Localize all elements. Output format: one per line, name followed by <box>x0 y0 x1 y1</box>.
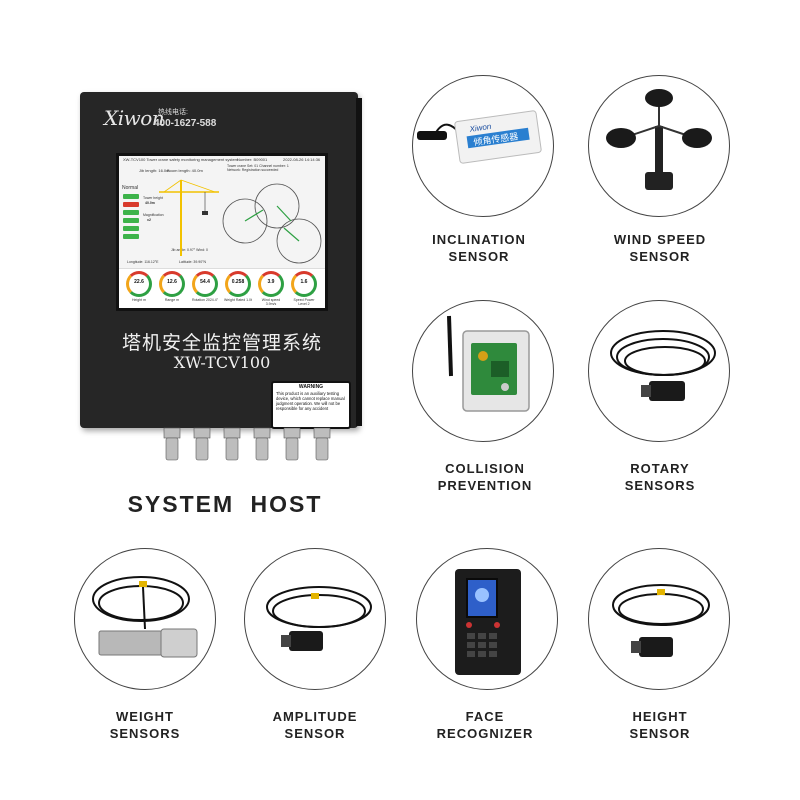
gauge-label: Wind speed 3.9m/s <box>261 298 281 306</box>
host-hotline-caption: 热线电话: <box>158 109 188 116</box>
label-line: INCLINATION <box>432 232 526 247</box>
screen-angle-readout: Jib angle: 0.97° Wind: 0 <box>171 248 209 252</box>
gauge-label: Weight Rated 1.0t <box>224 298 252 302</box>
warning-text: This product is an auxiliary testing dev… <box>276 391 345 411</box>
screen-title: XW-TCV100 Tower crane safety monitoring … <box>123 157 239 162</box>
host-chinese-title: 塔机安全监控管理系统 <box>121 332 322 354</box>
status-chip <box>123 218 139 223</box>
host-model: XW-TCV100 <box>173 353 271 372</box>
gauge-ring-icon: 22.6 <box>126 271 152 297</box>
gauge-value: 12.6 <box>167 279 177 285</box>
gauge-value: 1.6 <box>300 279 308 285</box>
screen-magnification: Magnification <box>143 213 164 217</box>
status-chip <box>123 210 139 215</box>
height-sensor-icon <box>588 548 730 690</box>
gauge-ring-icon: 3.9 <box>258 271 284 297</box>
label-line: SENSOR <box>629 726 691 741</box>
screen-boom-length: Boom length: 40.0m <box>167 168 203 173</box>
screen-normal-label: Normal <box>122 185 139 191</box>
screen-magnification-value: x2 <box>147 218 151 222</box>
gauge-value: 22.6 <box>134 279 144 285</box>
label-line: HEIGHT <box>632 709 688 724</box>
inclination-sensor-icon: Xiwon 倾角传感器 <box>412 75 554 217</box>
gauge-label: Range m <box>164 298 180 302</box>
screen-tower-height-value: 40.0m <box>145 201 155 205</box>
gauge-label: Speed Power Level 2 <box>293 298 315 306</box>
host-side-edge <box>356 98 362 426</box>
inclination-sensor-label: INCLINATION SENSOR <box>394 231 564 265</box>
warning-title: WARNING <box>298 384 324 390</box>
weight-sensors-label: WEIGHT SENSORS <box>60 708 230 742</box>
svg-text:Xiwon: Xiwon <box>468 122 492 134</box>
label-line: ROTARY <box>630 461 690 476</box>
face-recognizer-label: FACE RECOGNIZER <box>400 708 570 742</box>
host-hotline: 400-1627-588 <box>154 118 217 129</box>
anemometer-icon <box>588 75 730 217</box>
gauge-ring-icon: 1.6 <box>291 271 317 297</box>
face-recognizer-icon <box>416 548 558 690</box>
screen-status: Tower crane Set: 01 Channel number: 1 Ne… <box>227 164 289 172</box>
collision-module-icon <box>412 300 554 442</box>
rotary-sensors-label: ROTARY SENSORS <box>575 460 745 494</box>
gauge-value: 3.9 <box>267 279 275 285</box>
load-cell-icon <box>74 548 216 690</box>
gauge-label: Rotation 2024.4° <box>191 298 219 302</box>
label-line: FACE <box>465 709 505 724</box>
screen-number: Number: B09001 <box>237 157 268 162</box>
height-sensor-label: HEIGHT SENSOR <box>575 708 745 742</box>
gauge-label: Height m <box>131 298 146 302</box>
label-line: AMPLITUDE <box>272 709 358 724</box>
wind-speed-sensor-label: WIND SPEED SENSOR <box>575 231 745 265</box>
status-chip <box>123 226 139 231</box>
crane-diagram <box>159 179 322 264</box>
warning-label: WARNING This product is an auxiliary tes… <box>271 381 351 429</box>
label-line: SENSOR <box>629 249 691 264</box>
screen-latitude: Latitude: 39.90°N <box>179 260 207 264</box>
amplitude-sensor-label: AMPLITUDE SENSOR <box>230 708 400 742</box>
label-line: SENSORS <box>624 478 696 493</box>
screen-status-line-1: Tower crane Set: 01 Channel number: 1 <box>227 164 289 168</box>
status-chip <box>123 194 139 199</box>
screen-longitude: Longitude: 116.12°E <box>127 260 159 264</box>
gauge-ring-icon: 0.258 <box>225 271 251 297</box>
label-line: SENSORS <box>109 726 181 741</box>
label-line: WIND SPEED <box>613 232 707 247</box>
amplitude-sensor-icon <box>244 548 386 690</box>
collision-prevention-label: COLLISION PREVENTION <box>400 460 570 494</box>
label-line: WEIGHT <box>116 709 174 724</box>
rotary-sensor-icon <box>588 300 730 442</box>
label-line: RECOGNIZER <box>436 726 534 741</box>
status-chip <box>123 202 139 207</box>
gauge-value: 54.4 <box>200 279 210 285</box>
screen-date: 2022-08-26 14:14:36 <box>283 157 321 162</box>
connector-row <box>163 427 331 461</box>
host-brand-logo: Xiwon <box>104 106 165 130</box>
gauge-ring-icon: 54.4 <box>192 271 218 297</box>
label-line: SENSOR <box>448 249 510 264</box>
screen-tower-height: Tower height <box>143 196 163 200</box>
gauge-value: 0.258 <box>231 279 245 285</box>
host-screen: XW-TCV100 Tower crane safety monitoring … <box>116 153 328 311</box>
label-line: PREVENTION <box>437 478 533 493</box>
system-host-label: SYSTEM HOST <box>127 491 323 517</box>
screen-jib-length: Jib length: 16.0m <box>139 168 170 173</box>
label-line: COLLISION <box>445 461 525 476</box>
status-chip <box>123 234 139 239</box>
gauge-ring-icon: 12.6 <box>159 271 185 297</box>
label-line: SENSOR <box>284 726 346 741</box>
screen-status-line-2: Network: Registration succeeded <box>227 168 279 172</box>
